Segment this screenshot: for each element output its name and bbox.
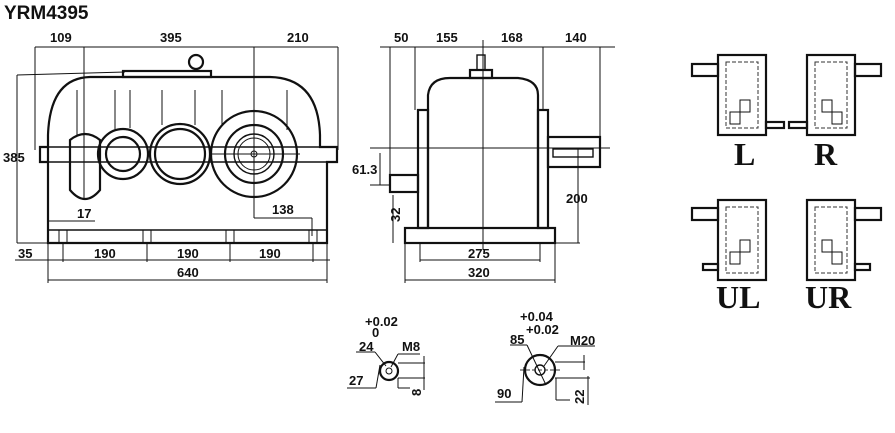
dim-640: 640 — [177, 265, 199, 280]
dim-200: 200 — [566, 191, 588, 206]
label-R: R — [814, 136, 838, 172]
output-tol-upper: +0.04 — [520, 309, 554, 324]
dim-17: 17 — [77, 206, 91, 221]
input-shaft-housing — [68, 132, 102, 201]
side-view: 50 155 168 140 61.3 32 200 275 320 — [352, 30, 615, 283]
output-diameter: 85 — [510, 332, 524, 347]
lifting-eye — [187, 53, 205, 71]
dim-32: 32 — [388, 208, 403, 222]
dim-385: 385 — [3, 150, 25, 165]
dim-138: 138 — [272, 202, 294, 217]
dim-35: 35 — [18, 246, 32, 261]
mounting-UL: UL — [690, 198, 768, 315]
input-tol-lower: 0 — [372, 325, 379, 340]
output-thread: M20 — [570, 333, 595, 348]
front-view: 109 395 210 385 17 138 35 190 190 190 64… — [3, 30, 339, 283]
output-shaft-detail: +0.04 +0.02 85 M20 90 22 — [495, 309, 595, 405]
dim-395: 395 — [160, 30, 182, 45]
input-key-width: 8 — [409, 389, 424, 396]
dim-109: 109 — [50, 30, 72, 45]
input-shaft-detail: +0.02 0 24 M8 27 8 — [347, 314, 425, 396]
dim-50: 50 — [394, 30, 408, 45]
label-L: L — [734, 136, 755, 172]
dim-61-3: 61.3 — [352, 162, 377, 177]
dim-320: 320 — [468, 265, 490, 280]
input-key-depth: 27 — [349, 373, 363, 388]
dim-155: 155 — [436, 30, 458, 45]
side-base — [403, 226, 557, 245]
dim-275: 275 — [468, 246, 490, 261]
dim-190-b: 190 — [177, 246, 199, 261]
dim-190-a: 190 — [94, 246, 116, 261]
dim-168: 168 — [501, 30, 523, 45]
dim-190-c: 190 — [259, 246, 281, 261]
label-UL: UL — [716, 279, 760, 315]
input-thread: M8 — [402, 339, 420, 354]
housing-outline — [38, 75, 339, 245]
dim-210: 210 — [287, 30, 309, 45]
mounting-UR: UR — [805, 198, 883, 315]
input-shaft — [388, 173, 420, 194]
inspection-cover — [121, 69, 213, 79]
model-title: YRM4395 — [4, 3, 89, 24]
output-tol-lower: +0.02 — [526, 322, 559, 337]
mounting-L: L — [690, 53, 786, 172]
mounting-R: R — [787, 53, 883, 172]
output-key-width: 22 — [572, 390, 587, 404]
output-key-depth: 90 — [497, 386, 511, 401]
label-UR: UR — [805, 279, 852, 315]
dim-140: 140 — [565, 30, 587, 45]
output-shaft — [546, 135, 602, 169]
input-diameter: 24 — [359, 339, 374, 354]
input-tol-upper: +0.02 — [365, 314, 398, 329]
